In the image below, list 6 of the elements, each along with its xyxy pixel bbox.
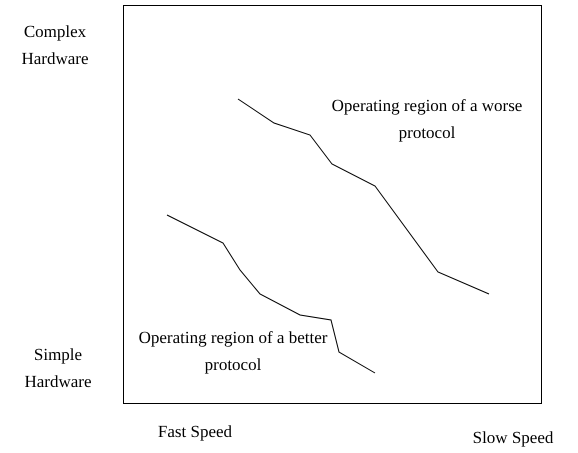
axis-label: Complex Hardware <box>20 21 90 70</box>
axis-label: Simple Hardware <box>23 344 92 393</box>
region-label: Operating region of a better protocol <box>138 327 328 376</box>
axis-label: Fast Speed <box>156 421 234 443</box>
axis-label: Slow Speed <box>472 427 554 449</box>
region-label: Operating region of a worse protocol <box>330 95 524 144</box>
